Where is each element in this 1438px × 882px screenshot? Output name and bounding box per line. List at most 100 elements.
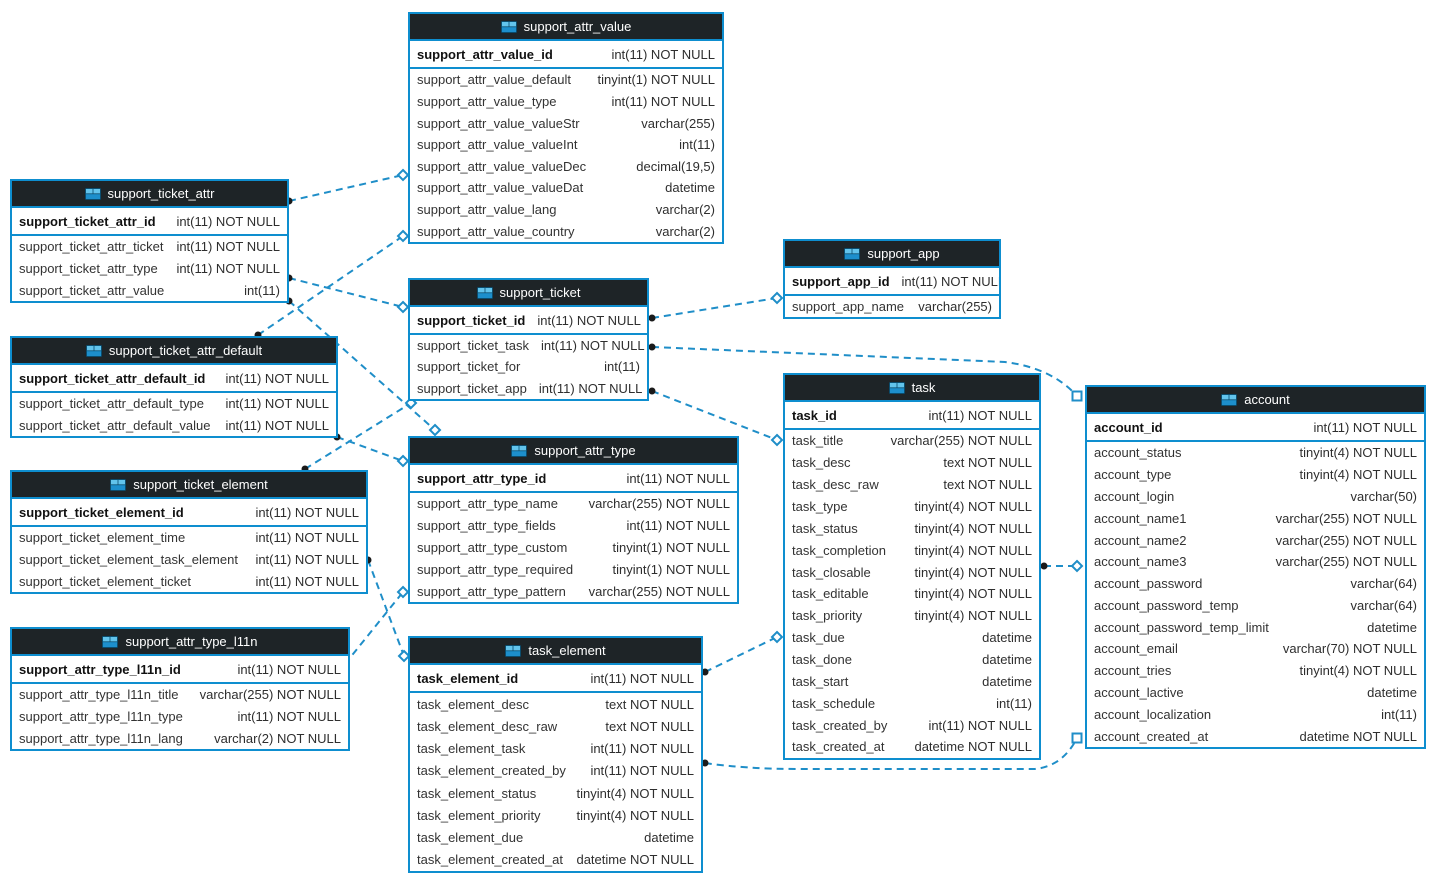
- table-header[interactable]: support_attr_value: [410, 14, 722, 41]
- table-header[interactable]: support_ticket: [410, 280, 647, 307]
- connector-support_ticket_attr-to-support_ticket[interactable]: [285, 274, 410, 314]
- connector-support_ticket-to-account[interactable]: [648, 343, 1083, 402]
- table-header[interactable]: task: [785, 375, 1039, 402]
- connector-support_ticket_attr-to-support_attr_value[interactable]: [285, 168, 410, 205]
- table-header[interactable]: support_attr_type_l11n: [12, 629, 348, 656]
- connector-task-to-account[interactable]: [1040, 559, 1084, 573]
- connector-support_ticket_element-to-task_element[interactable]: [364, 556, 411, 663]
- table-header[interactable]: support_ticket_attr_default: [12, 338, 336, 365]
- table-header[interactable]: support_attr_type: [410, 438, 737, 465]
- table-header[interactable]: task_element: [410, 638, 701, 665]
- table-header[interactable]: support_ticket_attr: [12, 181, 287, 208]
- connector-task_element-to-task[interactable]: [701, 630, 784, 676]
- table-header[interactable]: support_ticket_element: [12, 472, 366, 499]
- connector-support_attr_type_l11n-to-support_attr_type[interactable]: [341, 585, 410, 668]
- connector-support_ticket-to-support_app[interactable]: [648, 291, 784, 322]
- connector-support_ticket_attr_default-to-support_attr_type[interactable]: [333, 433, 410, 468]
- table-header[interactable]: support_app: [785, 241, 999, 268]
